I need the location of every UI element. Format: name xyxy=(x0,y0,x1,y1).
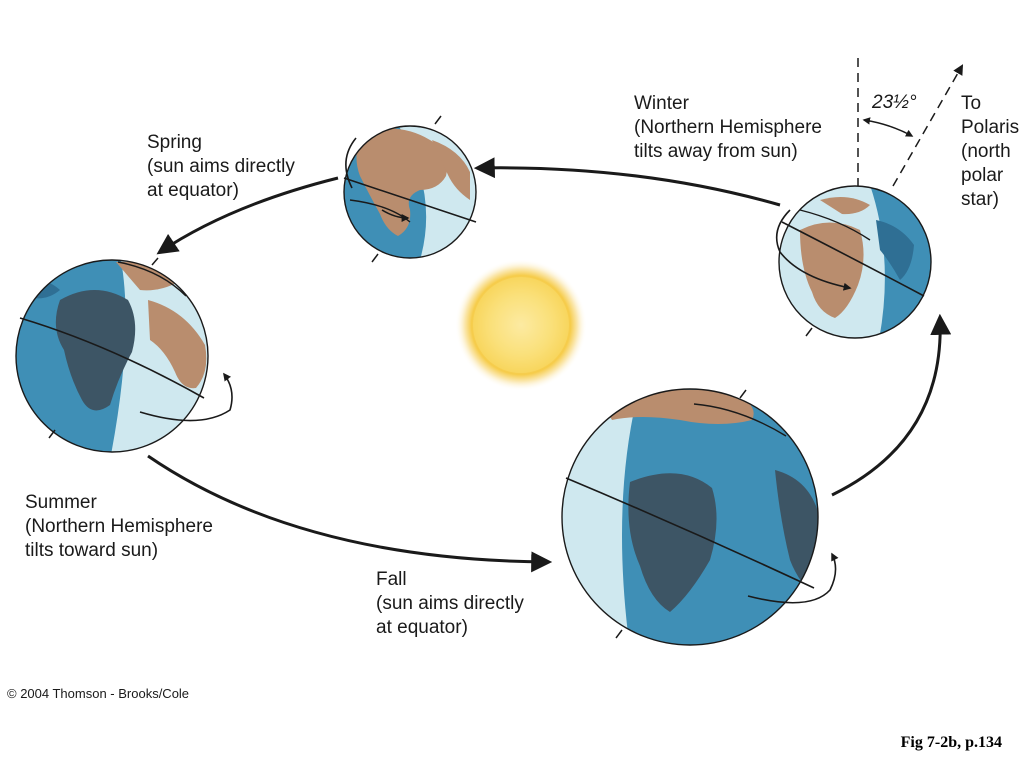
sun xyxy=(455,259,587,391)
orbit-arrow-fall-to-winter xyxy=(831,313,952,497)
spring-label: Spring (sun aims directly at equator) xyxy=(147,131,295,203)
spring-title: Spring xyxy=(147,132,202,153)
polaris-direction-line xyxy=(892,64,964,187)
polaris-line-5: star) xyxy=(961,189,999,210)
fall-line-2: at equator) xyxy=(376,617,468,638)
orbit-arrows xyxy=(147,157,952,573)
polaris-tilt-indicator xyxy=(857,58,964,187)
summer-line-1: (Northern Hemisphere xyxy=(25,516,213,537)
winter-label: Winter (Northern Hemisphere tilts away f… xyxy=(634,92,822,164)
orbit-arrow-spring-to-summer xyxy=(156,176,339,255)
copyright-notice: © 2004 Thomson - Brooks/Cole xyxy=(7,686,190,701)
fall-title: Fall xyxy=(376,569,407,590)
polaris-label: To Polaris (north polar star) xyxy=(961,92,1019,212)
polaris-line-4: polar xyxy=(961,165,1004,186)
summer-line-2: tilts toward sun) xyxy=(25,540,159,561)
polaris-line-1: To xyxy=(961,93,982,114)
winter-title: Winter xyxy=(634,93,689,114)
earth-summer xyxy=(15,257,233,453)
spring-line-2: at equator) xyxy=(147,180,239,201)
orbit-arrow-winter-to-spring xyxy=(473,157,781,207)
summer-label: Summer (Northern Hemisphere tilts toward… xyxy=(25,491,213,563)
fall-line-1: (sun aims directly xyxy=(376,593,524,614)
winter-line-1: (Northern Hemisphere xyxy=(634,117,822,138)
earth-fall xyxy=(561,388,839,646)
tilt-angle-arc xyxy=(862,117,914,137)
winter-line-2: tilts away from sun) xyxy=(634,141,798,162)
earth-winter xyxy=(775,185,932,339)
figure-reference: Fig 7-2b, p.134 xyxy=(900,734,1002,751)
polaris-line-2: Polaris xyxy=(961,117,1020,138)
tilt-angle-label: 23½° xyxy=(872,92,917,113)
earth-spring xyxy=(343,115,477,263)
spring-line-1: (sun aims directly xyxy=(147,156,295,177)
fall-label: Fall (sun aims directly at equator) xyxy=(376,568,524,640)
polaris-line-3: (north xyxy=(961,141,1011,162)
summer-title: Summer xyxy=(25,492,97,513)
orbit-arrow-summer-to-fall xyxy=(147,454,553,573)
